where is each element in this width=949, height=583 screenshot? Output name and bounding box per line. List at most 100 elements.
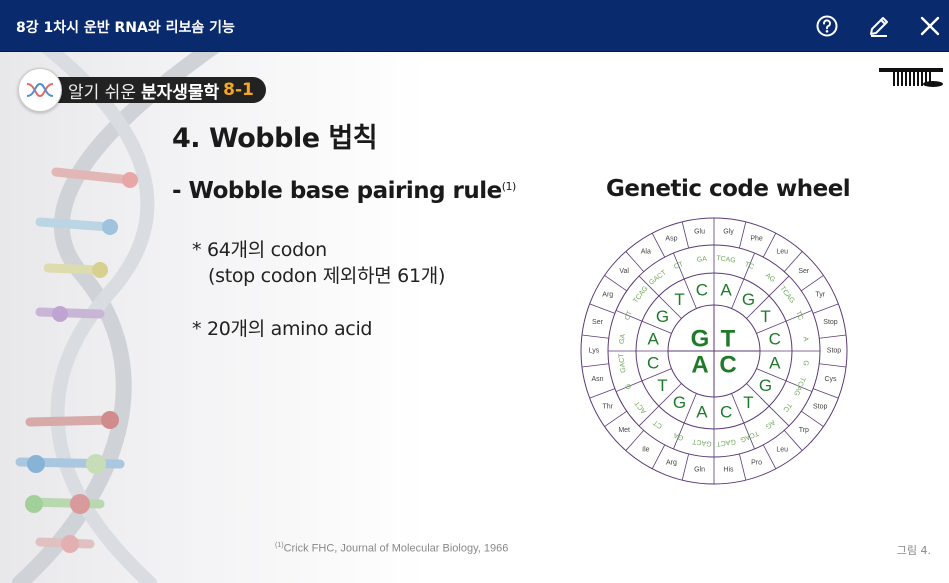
bullet-codon: * 64개의 codon: [192, 239, 327, 261]
close-button[interactable]: [916, 12, 944, 40]
third-base-label: GA: [672, 431, 684, 441]
second-base-label: A: [696, 402, 708, 421]
wheel-spoke-inner: [746, 383, 790, 427]
amino-acid-label: Leu: [776, 446, 788, 453]
third-base-label: TC: [794, 310, 804, 321]
wheel-spoke-inner: [756, 310, 813, 334]
second-base-label: G: [673, 393, 686, 412]
third-base-label: TCAG: [716, 255, 736, 264]
amino-acid-label: Trp: [799, 427, 809, 434]
wheel-spoke-outer: [604, 410, 627, 427]
amino-acid-label: Lys: [589, 348, 600, 355]
amino-acid-label: Gly: [723, 228, 734, 235]
second-base-label: G: [656, 307, 669, 326]
course-title: 알기 쉬운 분자생물학 8-1: [54, 77, 266, 103]
center-base-c: C: [719, 352, 736, 379]
barcode-logo-icon: [879, 68, 943, 87]
course-number: 8-1: [223, 80, 254, 100]
wheel-spoke-outer: [581, 334, 609, 339]
amino-acid-label: Arg: [602, 292, 613, 299]
wheel-spoke-outer: [625, 430, 645, 451]
wheel-spoke-outer: [581, 363, 609, 368]
amino-acid-label: Arg: [666, 460, 677, 467]
wheel-spoke-outer: [783, 251, 803, 272]
amino-acid-label: Stop: [813, 403, 828, 410]
dna-logo-icon: [18, 68, 62, 112]
amino-acid-label: Ser: [592, 319, 604, 326]
amino-acid-label: Gln: [694, 467, 705, 474]
wheel-spoke-outer: [589, 303, 616, 314]
bullet-codon-note: (stop codon 제외하면 61개): [208, 265, 446, 287]
figure-label: 그림 4.: [896, 544, 931, 557]
rule-title-text: - Wobble base pairing rule: [172, 178, 502, 204]
amino-acid-label: Leu: [776, 249, 788, 256]
second-base-label: C: [769, 329, 781, 348]
wheel-spoke-outer: [589, 388, 616, 399]
amino-acid-label: Glu: [694, 228, 705, 235]
amino-acid-label: Cys: [824, 376, 837, 383]
close-icon: [920, 16, 940, 36]
wheel-spoke-outer: [819, 363, 847, 368]
wheel-spoke-outer: [738, 221, 747, 249]
third-base-label: G: [801, 360, 809, 366]
wheel-spoke-outer: [604, 275, 627, 292]
wheel-spoke-inner: [731, 252, 755, 309]
second-base-label: T: [760, 307, 770, 326]
wheel-spoke-outer: [801, 275, 824, 292]
rule-title: - Wobble base pairing rule(1): [172, 178, 516, 204]
wheel-spoke-outer: [819, 334, 847, 339]
pen-icon: [870, 17, 888, 37]
amino-acid-label: Ala: [641, 249, 651, 256]
window-title: 8강 1차시 운반 RNA와 리보솜 기능: [16, 20, 235, 36]
third-base-label: G: [625, 382, 634, 390]
third-base-label: A: [801, 336, 809, 342]
wheel-spoke-inner: [615, 310, 672, 334]
amino-acid-label: Ser: [798, 268, 810, 275]
help-button[interactable]: [813, 12, 841, 40]
wheel-spoke-outer: [762, 444, 777, 469]
second-base-label: C: [647, 354, 659, 373]
amino-acid-label: His: [723, 467, 734, 474]
third-base-label: GACT: [691, 437, 712, 447]
amino-acid-label: Met: [618, 427, 630, 434]
amino-acid-label: Asp: [665, 235, 677, 242]
third-base-label: AG: [764, 418, 776, 430]
third-base-label: GA: [697, 256, 708, 264]
dna-helix-decoration: [12, 52, 220, 583]
wheel-spoke-outer: [651, 233, 666, 258]
wheel-spoke-outer: [812, 388, 839, 399]
wheel-spoke-inner: [673, 252, 697, 309]
second-base-label: A: [769, 354, 781, 373]
wheel-spoke-inner: [731, 393, 755, 450]
wheel-spoke-outer: [681, 453, 690, 481]
amino-acid-label: Tyr: [815, 292, 825, 299]
wheel-spoke-outer: [812, 303, 839, 314]
course-badge: 알기 쉬운 분자생물학 8-1: [18, 68, 266, 112]
wheel-spoke-outer: [762, 233, 777, 258]
second-base-label: T: [674, 290, 684, 309]
second-base-label: G: [759, 376, 772, 395]
rule-reference: (1): [501, 180, 517, 193]
second-base-label: C: [720, 402, 732, 421]
second-base-label: A: [648, 329, 660, 348]
title-bar: 8강 1차시 운반 RNA와 리보솜 기능: [0, 0, 949, 52]
second-base-label: T: [657, 376, 667, 395]
wheel-spoke-inner: [746, 275, 790, 319]
pen-button[interactable]: [865, 12, 893, 40]
center-base-a: A: [691, 352, 708, 379]
third-base-label: GACT: [618, 352, 628, 373]
wheel-spoke-inner: [673, 393, 697, 450]
third-base-label: GA: [619, 333, 627, 344]
amino-acid-label: Val: [619, 268, 629, 275]
wheel-spoke-outer: [801, 410, 824, 427]
amino-acid-label: Stop: [823, 319, 838, 326]
bullet-amino-acid: * 20개의 amino acid: [192, 318, 373, 340]
third-base-label: TC: [781, 401, 792, 413]
wheel-spoke-outer: [783, 430, 803, 451]
third-base-label: TC: [744, 261, 755, 271]
second-base-label: T: [743, 393, 753, 412]
course-title-bold: 분자생물학: [140, 82, 220, 103]
help-icon: [816, 15, 838, 37]
wheel-spoke-inner: [638, 383, 682, 427]
